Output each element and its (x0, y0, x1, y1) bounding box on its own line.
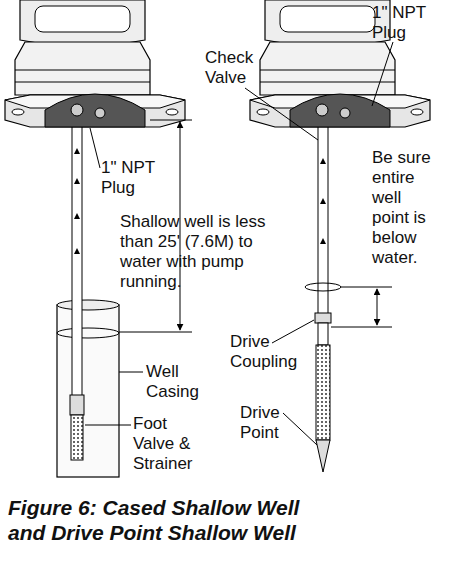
part-label: 1" NPT Plug (372, 3, 434, 43)
part-label: Drive Point (240, 403, 296, 443)
part-label: Foot Valve & Strainer (133, 414, 201, 474)
part-label: 1" NPT Plug (101, 158, 163, 198)
part-label: Well Casing (146, 362, 206, 402)
part-label: Check Valve (205, 48, 267, 88)
figure-caption: Figure 6: Cased Shallow Well and Drive P… (8, 495, 338, 545)
dimension-note: Shallow well is less than 25' (7.6M) to … (120, 212, 280, 292)
instruction-note: Be sure entire well point is below water… (372, 148, 438, 268)
part-label: Drive Coupling (230, 332, 302, 372)
